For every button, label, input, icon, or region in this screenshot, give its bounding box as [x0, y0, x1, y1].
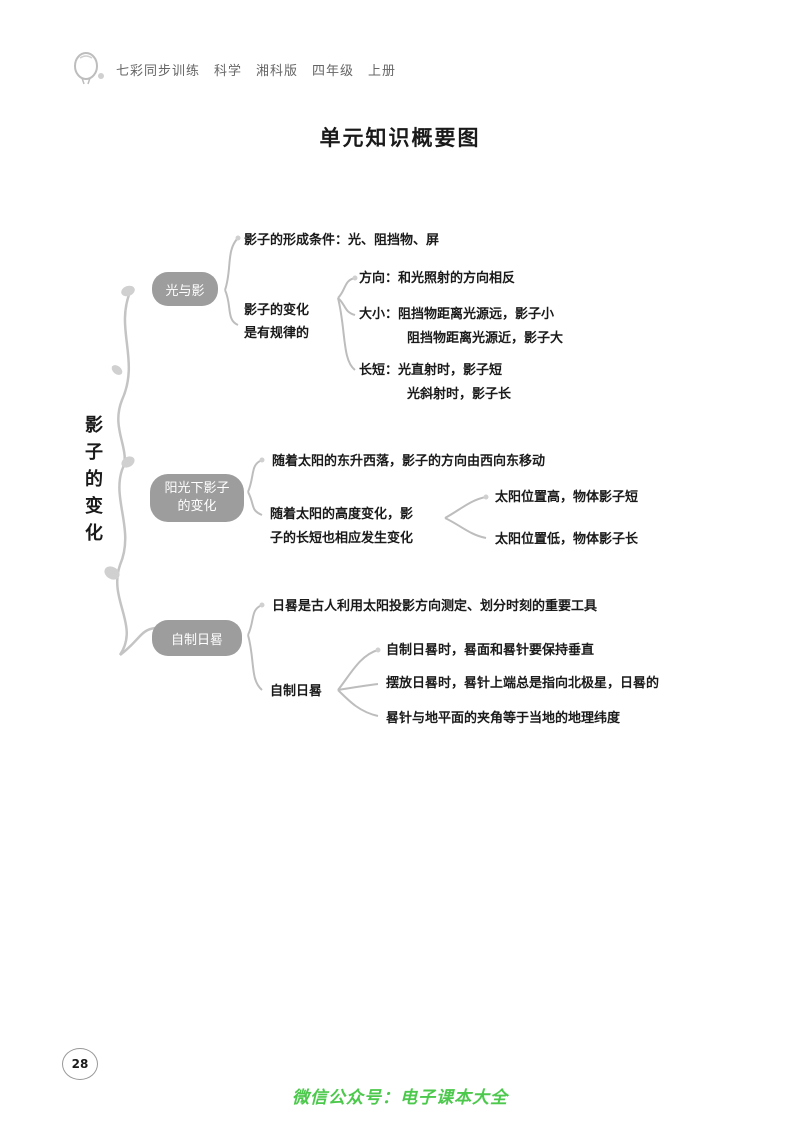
- text-height-line2: 子的长短也相应发生变化: [270, 531, 414, 546]
- text-sun-high: 太阳位置高，物体影子短: [495, 490, 639, 505]
- text-sun-move: 随着太阳的东升西落，影子的方向由西向东移动: [272, 454, 546, 469]
- root-label: 影子的变化: [85, 415, 103, 544]
- page-header: 七彩同步训练 科学 湘科版 四年级 上册: [70, 52, 730, 88]
- text-rule-line2: 是有规律的: [244, 326, 310, 341]
- header-text: 七彩同步训练 科学 湘科版 四年级 上册: [116, 64, 397, 79]
- text-direction: 方向：和光照射的方向相反: [359, 271, 516, 286]
- text-sundial-desc: 日晷是古人利用太阳投影方向测定、划分时刻的重要工具: [272, 599, 598, 614]
- text-formation: 影子的形成条件：光、阻挡物、屏: [244, 233, 440, 248]
- text-make-label: 自制日晷: [270, 684, 323, 699]
- text-size-line1: 大小：阻挡物距离光源远，影子小: [359, 307, 555, 322]
- footer-watermark: 微信公众号：电子课本大全: [292, 1088, 508, 1108]
- text-length-line1: 长短：光直射时，影子短: [359, 363, 503, 378]
- node-shadow-in-sunlight-line2: 的变化: [177, 499, 217, 514]
- text-make-line2: 摆放日晷时，晷针上端总是指向北极星，日晷的: [386, 676, 660, 691]
- text-height-line1: 随着太阳的高度变化，影: [270, 507, 414, 522]
- node-sundial: 自制日晷: [152, 620, 242, 656]
- text-length-line2: 光斜射时，影子长: [407, 387, 512, 402]
- text-rule-line1: 影子的变化: [244, 303, 310, 318]
- page-number: 28: [62, 1048, 98, 1080]
- text-make-line3: 晷针与地平面的夹角等于当地的地理纬度: [386, 711, 621, 726]
- text-size-line2: 阻挡物距离光源近，影子大: [407, 331, 564, 346]
- text-sun-low: 太阳位置低，物体影子长: [495, 532, 639, 547]
- page-title: 单元知识概要图: [319, 126, 481, 150]
- text-make-line1: 自制日晷时，晷面和晷针要保持垂直: [386, 643, 595, 658]
- node-shadow-in-sunlight-line1: 阳光下影子: [164, 481, 230, 496]
- balloon-icon: [74, 52, 104, 85]
- node-light-and-shadow: 光与影: [152, 272, 218, 306]
- node-shadow-in-sunlight: 阳光下影子 的变化: [150, 474, 244, 522]
